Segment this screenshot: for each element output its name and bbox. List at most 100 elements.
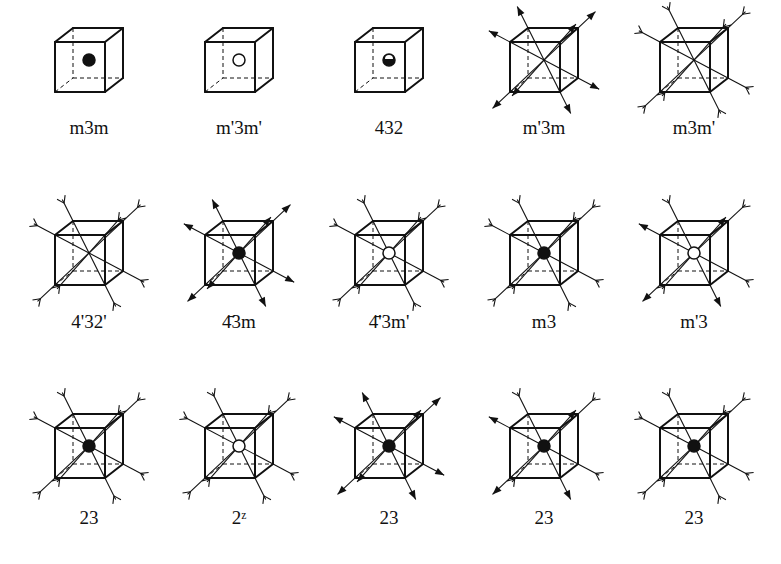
cube-edge	[727, 221, 729, 271]
axis-fork	[59, 286, 60, 294]
cube-edge	[223, 220, 273, 222]
cube-edge	[223, 27, 273, 29]
cube	[205, 28, 273, 92]
axis-fork	[596, 473, 600, 480]
cube-edge	[727, 28, 729, 78]
axis-fork	[719, 110, 726, 114]
cube-edge	[105, 464, 123, 478]
cube-edge	[54, 428, 56, 478]
cube	[179, 388, 298, 504]
cube-edge	[560, 271, 578, 285]
cube-edge	[73, 27, 123, 29]
cube-edge	[272, 28, 274, 78]
symmetry-axis	[38, 398, 141, 495]
axis-fork	[662, 199, 669, 203]
axis-fork	[39, 299, 41, 307]
axis-fork	[743, 13, 751, 14]
axis-fork	[484, 225, 492, 227]
axis-fork	[141, 473, 145, 480]
cube-edge	[577, 414, 579, 464]
axis-fork	[512, 392, 519, 396]
cube-edge	[255, 464, 273, 478]
cube-edge	[405, 221, 423, 235]
symmetry-axis	[357, 410, 421, 482]
hidden-edge	[373, 78, 423, 79]
axis-fork	[29, 225, 37, 227]
cube-edge	[405, 464, 423, 478]
cube-edge	[510, 414, 528, 428]
cube-edge	[105, 271, 123, 285]
cube-edge	[205, 41, 255, 43]
axis-fork	[441, 279, 449, 281]
axis-arrowhead	[432, 398, 441, 407]
hidden-edge	[528, 271, 578, 272]
hidden-edge	[528, 221, 529, 271]
symmetry-axis	[62, 393, 115, 500]
symmetry-axis	[207, 410, 271, 482]
symmetry-axis	[212, 393, 265, 500]
cube-edge	[405, 78, 423, 92]
cube	[489, 7, 599, 114]
cube-edge	[660, 477, 710, 479]
point-group-label: m'3m'	[214, 118, 264, 139]
axis-arrowhead	[334, 417, 344, 424]
axis-fork	[64, 195, 65, 203]
cube	[489, 388, 604, 499]
symmetry-axis	[667, 7, 720, 114]
hidden-edge	[73, 221, 74, 271]
axis-arrowhead	[338, 486, 347, 495]
axis-fork	[746, 279, 754, 281]
cube-edge	[355, 41, 405, 43]
cube-edge	[510, 427, 560, 429]
symmetry-axis	[512, 217, 576, 289]
axis-fork	[34, 412, 38, 419]
axis-arrowhead	[587, 12, 596, 21]
axis-fork	[639, 412, 643, 419]
cube-edge	[272, 221, 274, 271]
axis-fork	[519, 388, 520, 396]
symmetry-axis	[493, 398, 596, 495]
axis-fork	[357, 199, 364, 203]
axis-fork	[568, 303, 569, 311]
cube-edge	[254, 235, 256, 285]
symmetry-axis	[62, 200, 115, 307]
axis-fork	[644, 106, 646, 114]
axis-fork	[333, 299, 341, 300]
cube-edge	[560, 221, 578, 235]
cube-edge	[727, 414, 729, 464]
cube-edge	[255, 78, 273, 92]
hidden-edge	[678, 464, 728, 465]
axis-fork	[573, 212, 574, 220]
axis-fork	[723, 405, 724, 413]
axis-fork	[438, 206, 446, 207]
axis-arrowhead	[259, 297, 266, 307]
cube-edge	[373, 413, 423, 415]
symmetry-axis	[357, 217, 421, 289]
cube-edge	[510, 221, 528, 235]
cube-edge	[710, 78, 728, 92]
symmetry-axis	[667, 200, 720, 307]
axis-fork	[644, 492, 646, 500]
axis-fork	[57, 392, 64, 396]
cube-edge	[404, 42, 406, 92]
axis-fork	[141, 279, 149, 281]
symmetry-axis	[34, 417, 144, 475]
cube-edge	[710, 464, 728, 478]
axis-fork	[723, 19, 724, 27]
axis-fork	[291, 473, 295, 480]
axis-fork	[634, 32, 642, 34]
hidden-edge	[223, 28, 224, 78]
axis-arrowhead	[212, 200, 219, 210]
cube-edge	[710, 28, 728, 42]
cube-edge	[55, 477, 105, 479]
axis-fork	[569, 303, 576, 307]
cube-edge	[577, 28, 579, 78]
axis-fork	[141, 280, 145, 287]
cube-edge	[509, 235, 511, 285]
symmetry-axis	[362, 200, 415, 307]
cube-edge	[560, 464, 578, 478]
cube-edge	[55, 234, 105, 236]
cube-edge	[104, 42, 106, 92]
hidden-edge	[55, 464, 73, 478]
cube	[55, 28, 123, 92]
